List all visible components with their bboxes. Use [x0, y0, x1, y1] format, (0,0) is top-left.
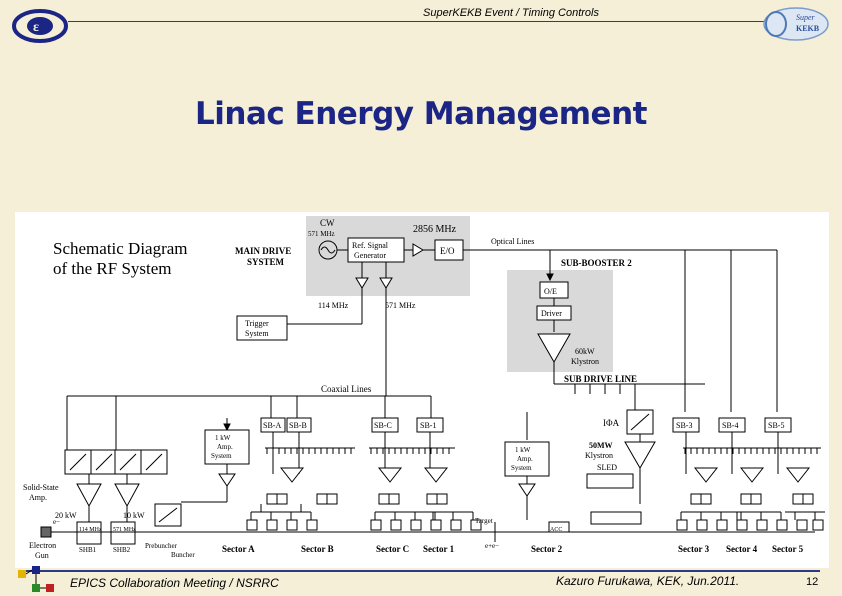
trigger-label-2: System	[245, 329, 269, 338]
target-label: Target	[475, 517, 493, 525]
sb-1-label: SB-1	[420, 421, 436, 430]
footer-event: EPICS Collaboration Meeting / NSRRC	[70, 576, 279, 590]
diagram-heading-1: Schematic Diagram	[53, 239, 188, 258]
shb1-label: SHB1	[79, 546, 97, 554]
sector-3-label: Sector 3	[678, 544, 710, 554]
power-20kw-label: 20 kW	[55, 511, 77, 520]
header-title: SuperKEKB Event / Timing Controls	[423, 7, 599, 19]
cw-freq-label: 571 MHz	[308, 230, 335, 238]
electron-gun	[40, 526, 52, 538]
sub-drive-line-label: SUB DRIVE LINE	[564, 374, 637, 384]
sector-a-label: Sector A	[222, 544, 255, 554]
shb1-freq-label: 114 MHz	[79, 527, 102, 533]
waveguide-trees	[250, 504, 825, 520]
sled-label: SLED	[597, 463, 617, 472]
shb1-box	[76, 521, 102, 545]
sb-c-label: SB-C	[374, 421, 392, 430]
sb-4-label: SB-4	[722, 421, 738, 430]
slide-title: Linac Energy Management	[195, 96, 647, 132]
ipa-label: IΦA	[603, 418, 620, 428]
klystron-60kw-label-2: Klystron	[571, 357, 599, 366]
shb2-label: SHB2	[113, 546, 131, 554]
freq-2856-label: 2856 MHz	[413, 224, 457, 235]
phase-box-4	[140, 449, 168, 475]
shb2-freq-label: 571 MHz	[113, 527, 136, 533]
prebuncher-label: Prebuncher	[145, 542, 178, 550]
sled-box	[586, 473, 634, 489]
trigger-system-box	[236, 315, 288, 341]
comb-right	[683, 447, 821, 454]
amp-left-label-1: 1 kW	[215, 434, 231, 442]
footer-author: Kazuro Furukawa, KEK, Jun.2011.	[556, 574, 740, 588]
sb-b-label: SB-B	[289, 421, 307, 430]
ref-gen-label-2: Generator	[354, 251, 386, 260]
sub-booster-label: SUB-BOOSTER 2	[561, 258, 632, 268]
main-drive-label-2: SYSTEM	[247, 257, 285, 267]
solid-state-amp-2	[114, 483, 140, 508]
main-drive-label-1: MAIN DRIVE	[235, 246, 291, 256]
sb-a-label: SB-A	[263, 421, 281, 430]
sled-pairs	[266, 493, 814, 505]
logo-text-super: Super	[796, 13, 816, 22]
rf-system-diagram: Schematic Diagram of the RF System MAIN …	[15, 212, 829, 568]
kek-logo: ε	[12, 9, 68, 43]
ref-gen-label-1: Ref. Signal	[352, 241, 389, 250]
gun-label-2: Gun	[35, 551, 49, 560]
solid-state-amp-1	[76, 483, 102, 508]
sector-b-label: Sector B	[301, 544, 334, 554]
positron-electron-label: e+e−	[485, 542, 499, 550]
sector-4-label: Sector 4	[726, 544, 758, 554]
sector-1-label: Sector 1	[423, 544, 455, 554]
solid-state-label-2: Amp.	[29, 493, 47, 502]
cw-label: CW	[320, 218, 335, 228]
top-divider	[68, 21, 768, 22]
sector-c-label: Sector C	[376, 544, 409, 554]
coaxial-lines-label: Coaxial Lines	[321, 384, 372, 394]
acc-label: ACC	[550, 527, 562, 533]
sb-5-label: SB-5	[768, 421, 784, 430]
driver-label: Driver	[541, 309, 562, 318]
superkekb-logo: Super KEKB	[763, 7, 829, 41]
logo-text-kekb: KEKB	[796, 24, 820, 33]
eo-label: E/O	[440, 246, 455, 256]
shb2-box	[110, 521, 136, 545]
sector-2-label: Sector 2	[531, 544, 563, 554]
comb-c	[369, 447, 455, 454]
gun-label-1: Electron	[29, 541, 56, 550]
bottom-divider	[22, 570, 820, 572]
sector-5-label: Sector 5	[772, 544, 804, 554]
amp-right-label-3: System	[511, 464, 532, 472]
svg-text:ε: ε	[33, 20, 39, 35]
freq-114-label: 114 MHz	[318, 301, 349, 310]
klystron-60kw-label-1: 60kW	[575, 347, 595, 356]
klystron-50mw-label-1: 50MW	[589, 441, 613, 450]
oe-label: O/E	[544, 287, 557, 296]
power-10kw-label: 10 kW	[123, 511, 145, 520]
electron-symbol-left: e−	[53, 518, 60, 526]
klystron-50mw-label-2: Klystron	[585, 451, 613, 460]
trigger-label-1: Trigger	[245, 319, 269, 328]
amp-right-label-1: 1 kW	[515, 446, 531, 454]
solid-state-label-1: Solid-State	[23, 483, 59, 492]
network-icon	[18, 566, 54, 592]
sb-3-label: SB-3	[676, 421, 692, 430]
klystron-50mw	[624, 441, 656, 470]
diagram-heading-2: of the RF System	[53, 259, 172, 278]
accelerator-structures	[246, 511, 824, 533]
amp-left-label-2: Amp.	[217, 443, 233, 451]
amp-left-label-3: System	[211, 452, 232, 460]
amp-system-left-box	[204, 429, 250, 465]
amp-right-label-2: Amp.	[517, 455, 533, 463]
page-number: 12	[806, 576, 819, 588]
comb-b	[265, 447, 355, 454]
freq-571-label: 571 MHz	[385, 301, 416, 310]
buncher-label: Buncher	[171, 551, 195, 559]
optical-lines-label: Optical Lines	[491, 237, 534, 246]
klystron-60kw	[537, 333, 571, 364]
